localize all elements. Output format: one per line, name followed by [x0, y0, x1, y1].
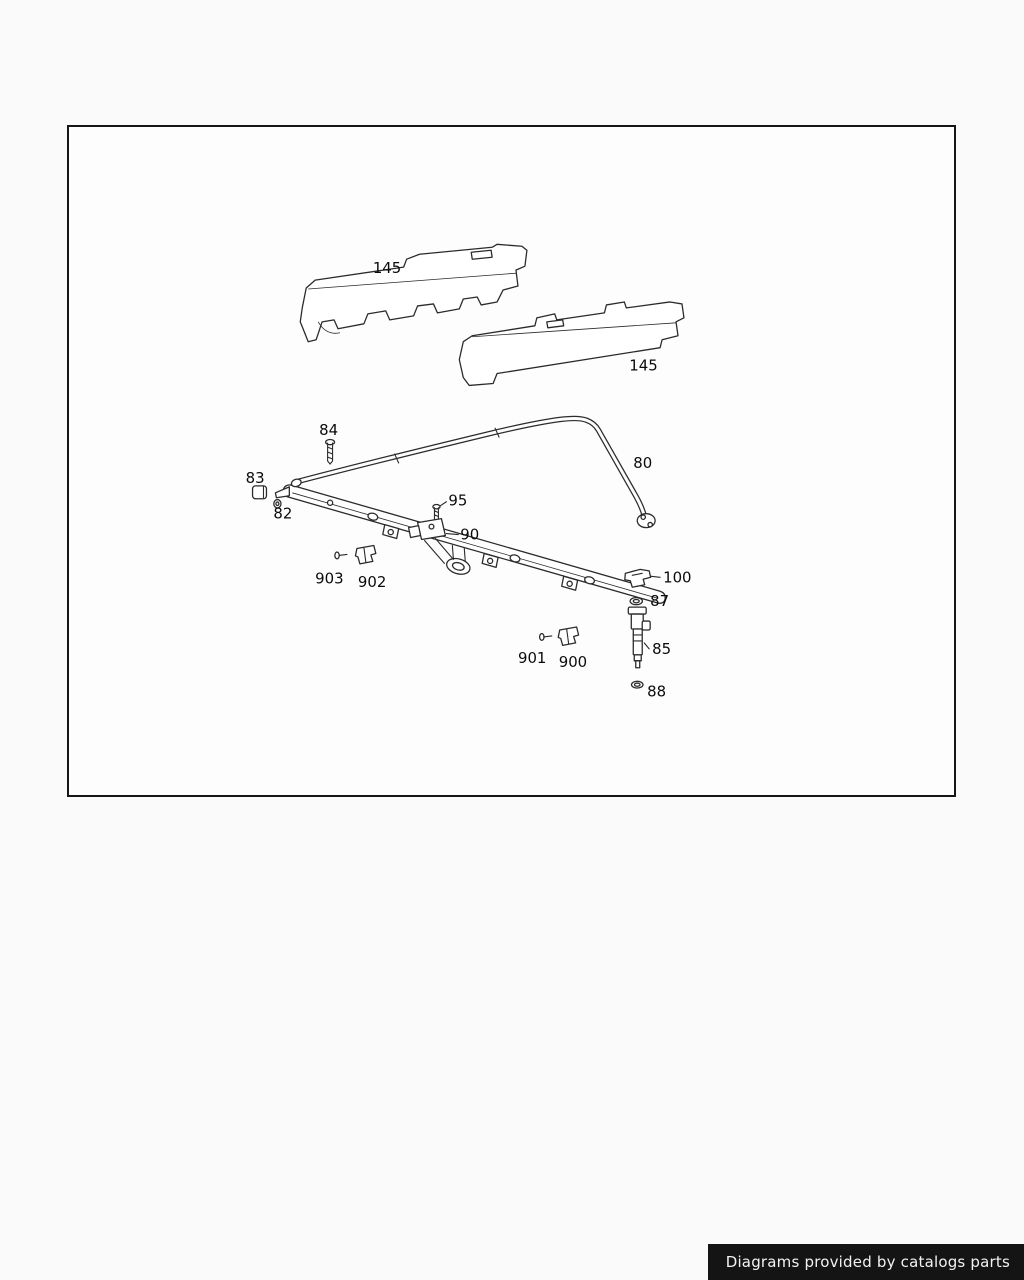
watermark-text: Diagrams provided by catalogs parts [725, 1253, 1010, 1271]
part-label-82: 82 [273, 505, 292, 523]
fuel-rail-shape [274, 484, 666, 604]
part-label-903: 903 [315, 569, 343, 587]
sensor-90-shape [407, 518, 454, 564]
part-label-100: 100 [663, 568, 691, 586]
cover-top-shape [299, 243, 528, 343]
part-label-901: 901 [518, 649, 546, 667]
part-label-900: 900 [559, 653, 587, 671]
cover-bottom-shape [458, 301, 685, 387]
part-label-145-top: 145 [373, 259, 401, 277]
part-label-87: 87 [650, 592, 669, 610]
diagram-frame: 145 145 84 80 83 82 95 90 903 902 100 87… [67, 125, 956, 797]
parts-diagram: 145 145 84 80 83 82 95 90 903 902 100 87… [246, 243, 692, 701]
seal-87-shape [629, 596, 644, 606]
part-label-80: 80 [633, 454, 652, 472]
seal-82-shape [273, 498, 282, 509]
injector-85-shape [627, 606, 651, 669]
part-label-83: 83 [246, 469, 265, 487]
seal-88-shape [630, 680, 644, 689]
fuel-line-80-shape [290, 415, 656, 529]
connector-900-shape [557, 626, 580, 647]
part-label-145-bottom: 145 [629, 357, 657, 375]
part-label-85: 85 [652, 640, 671, 658]
screw-95-shape [432, 503, 441, 523]
connector-901-shape [538, 632, 553, 641]
part-label-84: 84 [319, 421, 338, 439]
screw-84-shape [324, 438, 336, 465]
connector-902-shape [354, 544, 377, 565]
part-label-902: 902 [358, 573, 386, 591]
part-label-95: 95 [448, 492, 467, 510]
part-label-90: 90 [460, 526, 479, 544]
cap-83-shape [251, 485, 268, 500]
watermark-bar: Diagrams provided by catalogs parts [707, 1244, 1024, 1280]
clip-100-shape [624, 568, 652, 588]
part-label-88: 88 [647, 683, 666, 701]
leader-lines [439, 501, 661, 650]
connector-903-shape [334, 551, 348, 560]
